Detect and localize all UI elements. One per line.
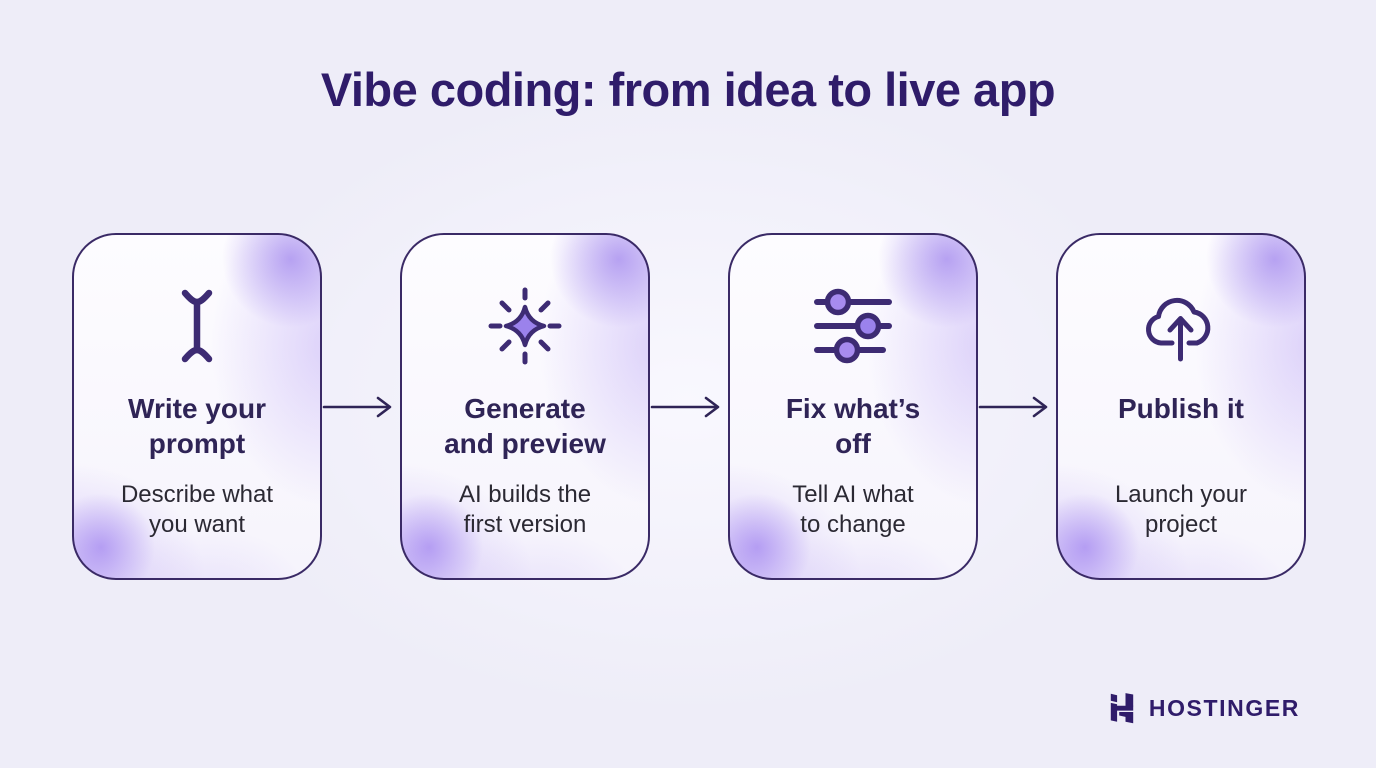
step-subtext: Tell AI what to change bbox=[792, 481, 914, 538]
page-title: Vibe coding: from idea to live app bbox=[320, 63, 1056, 116]
step-card-fix-whats-off: Fix what’s off Tell AI what to change bbox=[728, 233, 978, 580]
cloud-upload-icon bbox=[1139, 283, 1223, 369]
flow-arrow bbox=[978, 393, 1056, 421]
step-card-write-your-prompt: Write your prompt Describe what you want bbox=[72, 233, 322, 580]
hostinger-logo: HOSTINGER bbox=[1108, 693, 1300, 724]
step-subtext: Describe what you want bbox=[120, 481, 274, 538]
step-heading: Publish it bbox=[1118, 393, 1244, 424]
step-heading: Generate and preview bbox=[444, 393, 606, 459]
step-card-generate-and-preview: Generate and preview AI builds the first… bbox=[400, 233, 650, 580]
steps-flow: Write your prompt Describe what you want bbox=[72, 233, 1306, 580]
step-subtext: AI builds the first version bbox=[458, 481, 592, 538]
brand-wordmark: HOSTINGER bbox=[1148, 695, 1300, 721]
arrow-right-icon bbox=[978, 396, 1048, 418]
step-card-publish-it: Publish it Launch your project bbox=[1056, 233, 1306, 580]
flow-arrow bbox=[650, 393, 728, 421]
flow-arrow bbox=[322, 393, 400, 421]
step-subtext: Launch your project bbox=[1114, 481, 1248, 538]
arrow-right-icon bbox=[322, 396, 392, 418]
hostinger-h-mark-icon bbox=[1110, 693, 1134, 724]
step-heading: Fix what’s off bbox=[785, 393, 921, 459]
sparkle-icon bbox=[483, 283, 567, 369]
sliders-icon bbox=[810, 283, 896, 369]
text-cursor-icon bbox=[166, 283, 228, 369]
step-heading: Write your prompt bbox=[128, 393, 266, 459]
arrow-right-icon bbox=[650, 396, 720, 418]
